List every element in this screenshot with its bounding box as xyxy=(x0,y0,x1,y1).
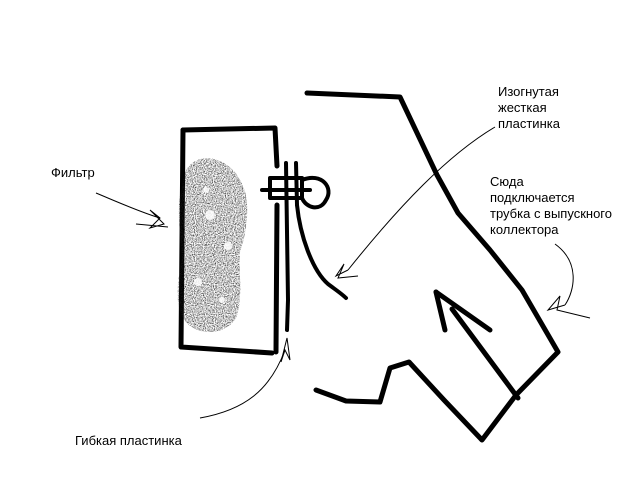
filter-label: Фильтр xyxy=(51,165,95,180)
connect-label-line-1: Сюда xyxy=(490,174,524,189)
flexible-plate-label: Гибкая пластинка xyxy=(75,433,182,448)
filter-medium xyxy=(177,158,248,333)
leader-flexible-plate xyxy=(199,337,291,419)
leader-filter xyxy=(95,192,169,230)
bent-plate-label-line-3: пластинка xyxy=(498,116,560,131)
connect-label-line-2: подключается xyxy=(490,190,575,205)
collector-pipe xyxy=(304,90,561,443)
bent-plate-label-line-1: Изогнутая xyxy=(498,84,559,99)
flow-arrow xyxy=(433,289,521,401)
bent-rigid-plate xyxy=(295,203,348,300)
connect-label-line-3: трубка с выпускного xyxy=(490,206,612,221)
leader-bent-plate xyxy=(334,126,496,279)
connect-label: Сюда подключается трубка с выпускного ко… xyxy=(490,174,612,238)
leader-connect xyxy=(546,243,591,319)
bent-plate-label: Изогнутая жесткая пластинка xyxy=(498,84,560,132)
bent-plate-label-line-2: жесткая xyxy=(498,100,547,115)
flexible-plate xyxy=(260,161,331,332)
connect-label-line-4: коллектора xyxy=(490,222,559,237)
